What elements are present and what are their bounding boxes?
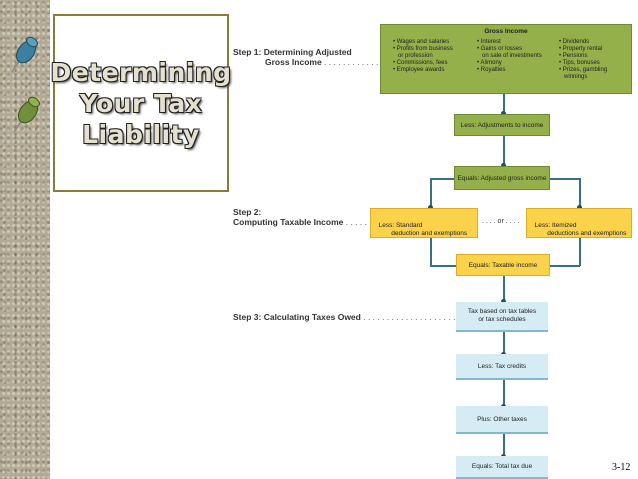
standard-deduction-box: Less: Standard deduction and exemptions: [370, 208, 478, 238]
connector-dot: [501, 163, 506, 168]
tax-tables-box: Tax based on tax tables or tax schedules: [456, 302, 548, 332]
tax-credits-label: Less: Tax credits: [477, 362, 527, 370]
income-column-3: • Dividends • Property rental • Pensions…: [559, 39, 608, 80]
connector: [503, 94, 505, 114]
connector: [579, 178, 581, 208]
connector: [503, 380, 505, 406]
connector: [550, 265, 580, 267]
itemized-deduction-box: Less: Itemized deductions and exemptions: [526, 208, 632, 238]
connector: [430, 178, 454, 180]
agi-label: Equals: Adjusted gross income: [457, 174, 547, 182]
connector: [503, 434, 505, 456]
connector: [503, 332, 505, 354]
total-tax-label: Equals: Total tax due: [471, 463, 533, 470]
other-taxes-box: Plus: Other taxes: [456, 406, 548, 434]
pushpin-icon: [13, 96, 40, 133]
connector: [503, 136, 505, 166]
taxable-income-box: Equals: Taxable income: [456, 254, 550, 276]
step3-label: Step 3: Calculating Taxes Owed . . . . .…: [233, 312, 465, 322]
gross-income-box: Gross Income • Wages and salaries • Prof…: [380, 24, 632, 94]
connector: [550, 178, 580, 180]
slide-title-box: Determining Your Tax Liability: [50, 14, 232, 192]
income-column-2: • Interest • Gains or losses on sale of …: [477, 39, 542, 73]
agi-box: Equals: Adjusted gross income: [454, 166, 550, 190]
taxable-income-label: Equals: Taxable income: [468, 261, 538, 269]
connector: [430, 178, 432, 208]
connector-dot: [501, 111, 506, 116]
step2-label: Step 2: Computing Taxable Income . . . .…: [233, 207, 372, 227]
gross-income-title: Gross Income: [484, 28, 528, 35]
connector-dot: [501, 299, 506, 304]
total-tax-box: Equals: Total tax due: [456, 456, 548, 479]
connector-dot: [428, 205, 433, 210]
connector: [430, 238, 432, 266]
other-taxes-label: Plus: Other taxes: [477, 415, 527, 423]
tax-tables-label: Tax based on tax tables or tax schedules: [467, 308, 537, 323]
itemized-deduction-label: Less: Itemized deductions and exemptions: [534, 222, 627, 237]
pushpin-icon: [11, 36, 38, 73]
connector: [430, 265, 456, 267]
income-column-1: • Wages and salaries • Profits from busi…: [393, 39, 453, 73]
adjustments-label: Less: Adjustments to income: [460, 121, 544, 129]
slide-title: Determining Your Tax Liability: [50, 57, 232, 149]
connector: [579, 238, 581, 266]
adjustments-box: Less: Adjustments to income: [454, 114, 550, 136]
step1-label: Step 1: Determining Adjusted Gross Incom…: [233, 47, 379, 67]
tax-credits-box: Less: Tax credits: [456, 354, 548, 380]
or-label: . . . . or . . . .: [482, 218, 520, 225]
standard-deduction-label: Less: Standard deduction and exemptions: [378, 222, 468, 237]
connector: [503, 276, 505, 302]
page-number: 3-12: [612, 462, 631, 473]
connector-dot: [577, 205, 582, 210]
textured-sidebar: [0, 0, 50, 479]
